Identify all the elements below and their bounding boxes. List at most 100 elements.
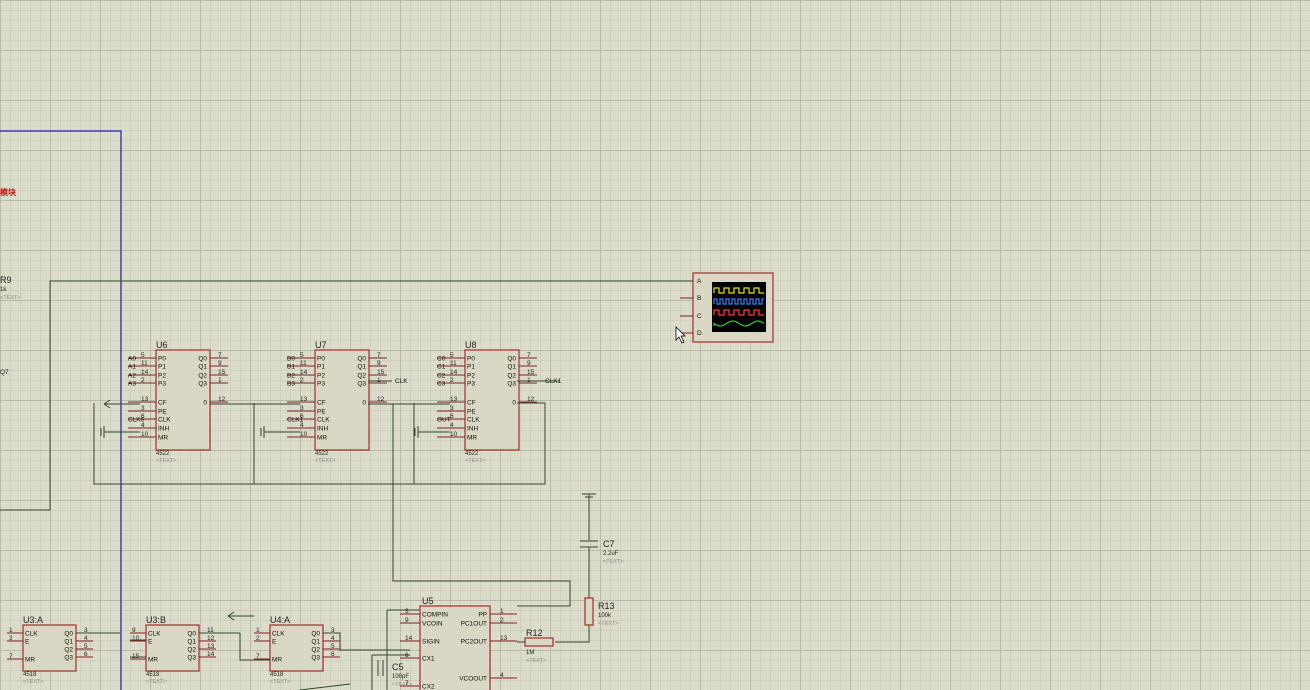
counter-u7[interactable]: U74522<TEXT>P05B0P111B1P214B2P32B3CF13PE… (287, 340, 408, 464)
pin-number: 9 (405, 617, 409, 624)
pin-name: Q3 (311, 655, 320, 662)
pin-name: MR (158, 435, 168, 442)
pin-number: 7 (527, 352, 531, 359)
pin-number: 14 (207, 651, 215, 658)
pin-number: 3 (331, 627, 335, 634)
pin-number: 7 (9, 653, 13, 660)
pin-number: 13 (500, 635, 508, 642)
net-label: B3 (287, 381, 295, 388)
pin-number: 1 (256, 627, 260, 634)
pin-name: CF (467, 400, 476, 407)
pin-name: PE (317, 409, 326, 416)
pin-number: 4 (450, 422, 454, 429)
pin-number: 2 (256, 635, 260, 642)
pin-name: Q0 (507, 356, 516, 363)
c5-capacitor[interactable]: C5 100pF <TEXT> (371, 654, 412, 690)
mouse-cursor-icon (675, 326, 686, 344)
pin-name: E (25, 639, 30, 646)
pin-name: Q3 (187, 655, 196, 662)
pin-name: P3 (158, 381, 166, 388)
chip-ref: U8 (465, 340, 477, 350)
pin-name: Q3 (357, 381, 366, 388)
pin-number: 3 (405, 608, 409, 615)
pin-number: 1 (500, 608, 504, 615)
pin-number: 7 (377, 352, 381, 359)
pin-number: 11 (207, 627, 214, 634)
chip-ref: U7 (315, 340, 327, 350)
scope-channel-c: C (697, 313, 702, 320)
pin-number: 13 (450, 396, 458, 403)
pin-name: CLK (158, 417, 171, 424)
chip-text: <TEXT> (465, 458, 485, 464)
pin-name: Q0 (357, 356, 366, 363)
chip-ref: U6 (156, 340, 168, 350)
c5-value: 100pF (392, 674, 409, 680)
r13-text: <TEXT> (598, 621, 618, 627)
r9-value: 1k (0, 287, 7, 293)
oscilloscope[interactable]: A B C D (680, 272, 774, 343)
r12-resistor[interactable]: R12 1M <TEXT> (517, 628, 554, 664)
pin-name: PE (158, 409, 167, 416)
counter-group[interactable]: U64522<TEXT>P05A0P111A1P214A2P32A3CF13PE… (128, 340, 562, 464)
chip-text: <TEXT> (146, 679, 166, 685)
pin-name: P1 (158, 364, 166, 371)
pin-number: 4 (331, 635, 335, 642)
pin-name: Q2 (64, 647, 73, 654)
chip-ref: U5 (422, 596, 434, 606)
pin-name: E (272, 639, 277, 646)
pin-name: Q0 (64, 631, 73, 638)
pin-name: CF (317, 400, 326, 407)
pin-name: MR (148, 657, 158, 664)
blue-bus[interactable] (0, 130, 122, 690)
pin-name: CLK (25, 631, 38, 638)
net-label: CLK6 (128, 417, 145, 424)
c7-capacitor[interactable]: C7 2.2uF <TEXT> (580, 493, 623, 598)
c7-text: <TEXT> (603, 559, 623, 565)
c5-text: <TEXT> (392, 682, 412, 688)
scope-channel-a-wire[interactable] (0, 280, 693, 511)
pin-number: 15 (377, 369, 385, 376)
net-label: C1 (437, 364, 446, 371)
q7-label: Q7 (0, 369, 9, 376)
pin-name: Q0 (311, 631, 320, 638)
pin-name: INH (317, 426, 329, 433)
pin-name: SIGIN (422, 639, 440, 646)
pin-name: P0 (467, 356, 475, 363)
pin-name: CX2 (422, 684, 435, 690)
net-label: CLK1 (287, 417, 304, 424)
pin-name: CF (158, 400, 167, 407)
net-label: A0 (128, 356, 136, 363)
pin-number: 2 (9, 635, 13, 642)
pin-number: 3 (300, 405, 304, 412)
counter-u6[interactable]: U64522<TEXT>P05A0P111A1P214A2P32A3CF13PE… (128, 340, 228, 464)
chip-ref: U3:B (146, 615, 166, 625)
pin-number: 6 (141, 413, 145, 420)
counter-u8[interactable]: U84522<TEXT>P05C0P111C1P214C2P32C3CF13PE… (437, 340, 562, 464)
pin-number: 13 (141, 396, 149, 403)
pin-number: 9 (218, 360, 222, 367)
bottom-wires[interactable] (76, 611, 410, 690)
pin-name: P0 (158, 356, 166, 363)
pin-name: Q3 (198, 381, 207, 388)
pin-name: VCOOUT (459, 676, 487, 683)
pin-name: 0 (512, 400, 516, 407)
pin-name: INH (467, 426, 479, 433)
net-label: B1 (287, 364, 295, 371)
r13-resistor[interactable]: R13 100k <TEXT> (555, 597, 618, 643)
pin-number: 4 (141, 422, 145, 429)
ground-icon (100, 426, 140, 438)
net-label: C0 (437, 356, 446, 363)
pin-name: MR (272, 657, 282, 664)
pin-name: PC1OUT (461, 621, 487, 628)
r9-text: <TEXT> (0, 295, 20, 301)
pin-number: 2 (141, 377, 145, 384)
pin-number: 9 (377, 360, 381, 367)
chip-part: 4522 (156, 451, 170, 457)
